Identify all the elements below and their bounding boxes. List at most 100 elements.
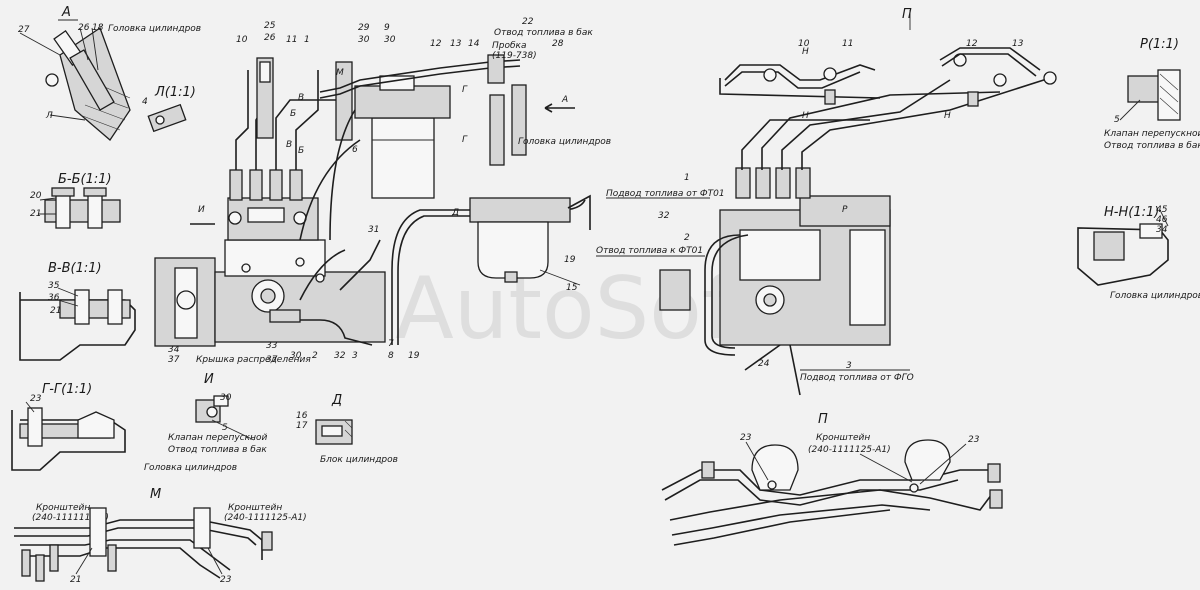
label-13: 13 — [450, 39, 462, 49]
view-m: М Кронштейн (240-1111115-А) Кронштейн (2… — [14, 487, 307, 585]
label-36: 36 — [48, 293, 60, 303]
label-p11: 11 — [842, 39, 853, 49]
callout-podvod-ft01: Подвод топлива от ФТ01 — [606, 189, 725, 199]
label-10: 10 — [236, 35, 248, 45]
label-33: 33 — [266, 341, 278, 351]
label-31: 31 — [368, 225, 379, 235]
view-d: Д 16 17 Блок цилиндров — [296, 393, 398, 465]
callout-klapan-r: Клапан перепускной — [1104, 129, 1200, 139]
label-2: 2 — [312, 351, 318, 361]
callout-probka-code: (119-738) — [492, 51, 537, 61]
callout-probka: Пробка — [492, 41, 527, 51]
callout-kronshtein-code-p: (240-1111125-А1) — [808, 445, 891, 455]
cut-d-arrow: Д — [451, 208, 459, 218]
view-hh: Н-Н(1:1) 45 46 34 Головка цилиндров — [1077, 205, 1200, 301]
label-p12: 12 — [966, 39, 978, 49]
callout-kronshtein-p: Кронштейн — [816, 433, 870, 443]
callout-otvod-bak-top: Отвод топлива в бак — [494, 28, 593, 38]
label-20: 20 — [30, 191, 42, 201]
label-19a: 19 — [408, 351, 420, 361]
right-pump-assembly: П 10 11 — [596, 7, 1057, 396]
label-p34: 34 — [1156, 225, 1168, 235]
view-vv-title: В-В(1:1) — [48, 261, 102, 276]
label-30b: 30 — [384, 35, 396, 45]
label-30c: 30 — [290, 351, 302, 361]
label-9: 9 — [384, 23, 390, 33]
cut-g2: Г — [462, 135, 468, 145]
callout-kronshtein-m1: Кронштейн — [36, 503, 90, 513]
label-p5: 5 — [1114, 115, 1120, 125]
label-p10: 10 — [798, 39, 810, 49]
label-22: 22 — [522, 17, 534, 27]
label-6: 6 — [352, 145, 358, 155]
cut-b2: Б — [298, 146, 304, 156]
label-14: 14 — [468, 39, 480, 49]
label-p3: 3 — [846, 361, 852, 371]
label-19b: 19 — [564, 255, 576, 265]
label-21-m: 21 — [70, 575, 81, 585]
callout-blok: Блок цилиндров — [320, 455, 398, 465]
label-26: 26 — [78, 23, 90, 33]
view-r: Р(1:1) 5 Клапан перепускной Отвод топлив… — [1104, 37, 1200, 151]
callout-kronshtein-code-m2: (240-1111125-А1) — [224, 513, 307, 523]
label-16: 16 — [296, 411, 308, 421]
callout-golovka-hh: Головка цилиндров — [1110, 291, 1200, 301]
view-l-title: Л(1:1) — [154, 85, 196, 100]
label-4: 4 — [142, 97, 148, 107]
cut-v2: В — [286, 140, 292, 150]
callout-golovka-top: Головка цилиндров — [518, 137, 611, 147]
cut-h3: Н — [944, 111, 951, 121]
callout-podvod-fgo: Подвод топлива от ФГО — [800, 373, 914, 383]
label-1: 1 — [304, 35, 310, 45]
label-p24: 24 — [758, 359, 770, 369]
label-30d: 30 — [220, 393, 232, 403]
label-37a: 37 — [168, 355, 180, 365]
callout-otvod-i: Отвод топлива в бак — [168, 445, 267, 455]
view-p-bottom: П Кронштейн (240-1111125-А1) 23 23 — [661, 412, 1003, 546]
callout-kryshka: Крышка распределения — [196, 355, 311, 365]
callout-kronshtein-m2: Кронштейн — [228, 503, 282, 513]
cut-a-arrow: А — [561, 95, 568, 105]
label-21: 21 — [30, 209, 41, 219]
label-p13: 13 — [1012, 39, 1024, 49]
cut-h2: Н — [802, 111, 809, 121]
label-p45: 45 — [1156, 205, 1168, 215]
view-i: И 30 5 Клапан перепускной Отвод топлива … — [168, 372, 267, 455]
view-l: Л(1:1) 4 — [142, 85, 196, 133]
callout-otvod-r: Отвод топлива в бак — [1104, 141, 1200, 151]
cut-i-arrow: И — [198, 205, 205, 215]
cut-h1: Н — [802, 47, 809, 57]
label-28: 28 — [552, 39, 564, 49]
view-p-top-title: П — [902, 7, 912, 22]
view-hh-title: Н-Н(1:1) — [1104, 205, 1159, 220]
label-32: 32 — [334, 351, 346, 361]
view-gg-title: Г-Г(1:1) — [42, 382, 92, 397]
label-8: 8 — [388, 351, 394, 361]
label-25: 25 — [264, 21, 276, 31]
view-bb-title: Б-Б(1:1) — [58, 172, 112, 187]
label-p46: 46 — [1156, 215, 1168, 225]
label-35: 35 — [48, 281, 60, 291]
label-17: 17 — [296, 421, 308, 431]
callout-kronshtein-code-m1: (240-1111115-А) — [32, 513, 109, 523]
callout-klapan-i: Клапан перепускной — [168, 433, 267, 443]
view-i-title: И — [204, 372, 214, 387]
callout-golovka-a: Головка цилиндров — [108, 24, 201, 34]
view-r-title: Р(1:1) — [1140, 37, 1179, 52]
label-18: 18 — [92, 23, 104, 33]
label-37b: 37 — [266, 355, 278, 365]
label-23-m: 23 — [220, 575, 232, 585]
label-p1: 1 — [684, 173, 690, 183]
view-a-title: А — [61, 5, 71, 20]
label-p23b: 23 — [968, 435, 980, 445]
cut-b1: Б — [290, 109, 296, 119]
label-p32: 32 — [658, 211, 670, 221]
view-p-bottom-title: П — [818, 412, 828, 427]
label-29: 29 — [358, 23, 370, 33]
label-23-gg: 23 — [30, 394, 42, 404]
label-27: 27 — [18, 25, 30, 35]
label-11: 11 — [286, 35, 297, 45]
callout-golovka-gg: Головка цилиндров — [144, 463, 237, 473]
